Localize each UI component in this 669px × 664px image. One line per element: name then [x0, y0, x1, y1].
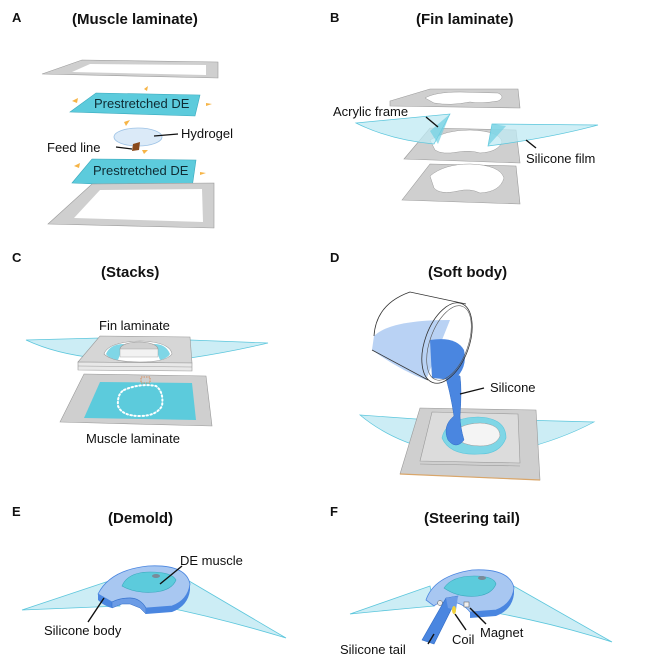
fin-left — [349, 585, 435, 615]
coil — [452, 606, 456, 614]
soft-body-illustration — [358, 291, 596, 481]
fin-laminate-illustration — [354, 88, 599, 205]
panel-a: A (Muscle laminate) — [0, 0, 330, 230]
panel-letter: D — [330, 250, 340, 265]
fin-laminate-stack — [77, 335, 193, 372]
silicone-body — [97, 565, 191, 615]
mold-base — [399, 407, 541, 481]
muscle-laminate-stack — [59, 373, 213, 427]
panel-title: (Steering tail) — [424, 510, 520, 527]
de-muscle — [121, 571, 177, 593]
panel-title: (Demold) — [108, 510, 173, 527]
panel-title: (Fin laminate) — [416, 11, 514, 28]
de-top-label: Prestretched DE — [94, 96, 190, 111]
bottom-frame — [47, 182, 215, 229]
coil-label: Coil — [452, 632, 475, 647]
silicone-tail-label: Silicone tail — [340, 642, 406, 657]
pouring-cup — [371, 291, 473, 384]
silicone-film-left — [354, 113, 451, 145]
feed-line-label: Feed line — [47, 140, 101, 155]
panel-title: (Stacks) — [101, 264, 160, 281]
fin-right — [189, 339, 269, 359]
bottom-frame — [401, 163, 521, 205]
panel-c: C (Stacks) Fin laminate Muscle laminate — [0, 240, 330, 480]
silicone-label: Silicone — [490, 380, 536, 395]
demold-illustration — [21, 565, 287, 639]
panel-letter: B — [330, 10, 340, 25]
prestretched-de-top — [69, 92, 201, 117]
panel-d: D (Soft body) Silicone — [330, 240, 669, 490]
panel-title: (Soft body) — [428, 264, 508, 281]
magnet-label: Magnet — [480, 625, 524, 640]
muscle-laminate-label: Muscle laminate — [86, 431, 180, 446]
panel-letter: F — [330, 504, 338, 519]
acrylic-frame-label: Acrylic frame — [333, 104, 409, 119]
muscle-laminate-illustration — [41, 59, 219, 229]
de-muscle-label: DE muscle — [180, 553, 243, 568]
fin-left — [21, 579, 121, 611]
panel-letter: A — [12, 10, 22, 25]
panel-b: B (Fin laminate) Acrylic frame Silicone … — [330, 0, 669, 230]
panel-e: E (Demold) DE muscle Silicone body — [0, 490, 330, 664]
fin-laminate-label: Fin laminate — [99, 318, 170, 333]
top-frame — [41, 59, 219, 79]
panel-f: F (Steering tail) Silicone tail Coil Mag… — [330, 490, 669, 664]
silicone-film-right — [487, 123, 599, 147]
silicone-tail — [421, 595, 459, 645]
hydrogel-label: Hydrogel — [181, 126, 234, 141]
de-bottom-label: Prestretched DE — [93, 163, 189, 178]
silicone-film-label: Silicone film — [526, 151, 596, 166]
silicone-stream — [443, 371, 465, 446]
panel-letter: E — [12, 504, 21, 519]
magnet — [463, 601, 470, 608]
feed-line-tab — [132, 142, 140, 151]
stacks-illustration — [25, 335, 269, 427]
panel-letter: C — [12, 250, 22, 265]
acrylic-frame-top — [389, 88, 521, 109]
panel-title: (Muscle laminate) — [72, 11, 198, 28]
silicone-body-label: Silicone body — [44, 623, 122, 638]
de-muscle — [443, 575, 497, 597]
steering-tail-illustration — [349, 569, 613, 645]
